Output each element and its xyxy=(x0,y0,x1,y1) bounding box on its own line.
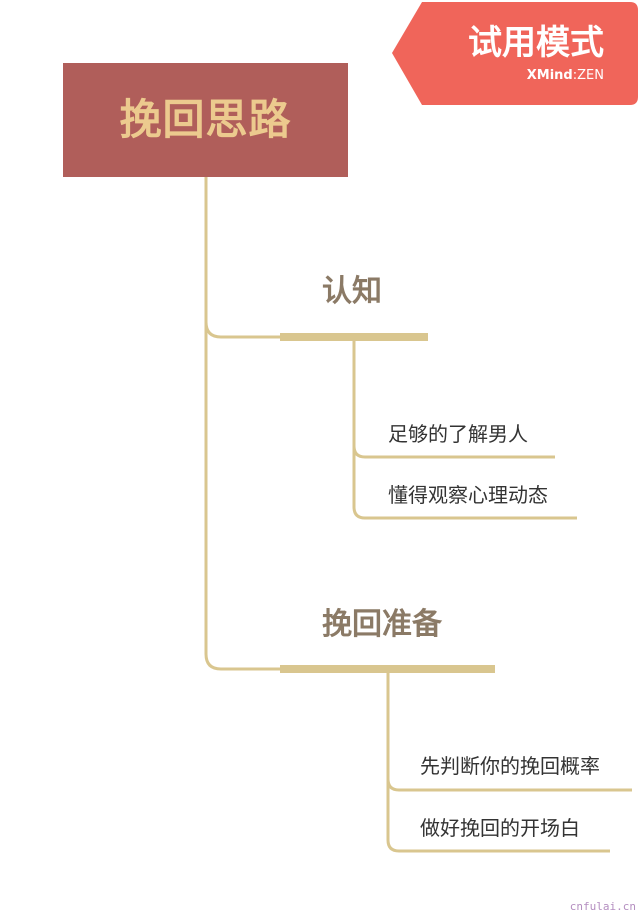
watermark: cnfulai.cn xyxy=(569,900,636,913)
trial-badge-shape xyxy=(392,2,638,105)
subtopic[interactable]: 做好挽回的开场白 xyxy=(420,816,580,840)
logo-xmind: XMind xyxy=(526,68,573,83)
logo-zen: ZEN xyxy=(577,68,604,83)
subtopic[interactable]: 懂得观察心理动态 xyxy=(388,483,548,507)
logo-separator: : xyxy=(572,68,578,83)
branch2-connector xyxy=(386,672,632,853)
xmind-zen-logo: XMind:ZEN xyxy=(527,68,604,83)
trial-mode-badge[interactable]: 试用模式 XMind:ZEN xyxy=(392,2,638,105)
subtopic[interactable]: 足够的了解男人 xyxy=(388,422,528,446)
branch-topic-preparation[interactable]: 挽回准备 xyxy=(322,607,442,642)
branch1-bar xyxy=(280,333,428,341)
subtopic[interactable]: 先判断你的挽回概率 xyxy=(420,754,600,778)
root-trunk xyxy=(204,177,282,671)
branch-topic-cognition[interactable]: 认知 xyxy=(322,274,382,309)
branch1-connector xyxy=(352,340,577,520)
root-topic[interactable]: 挽回思路 xyxy=(63,63,348,177)
branch2-bar xyxy=(280,665,495,673)
trial-mode-label: 试用模式 xyxy=(468,23,604,63)
